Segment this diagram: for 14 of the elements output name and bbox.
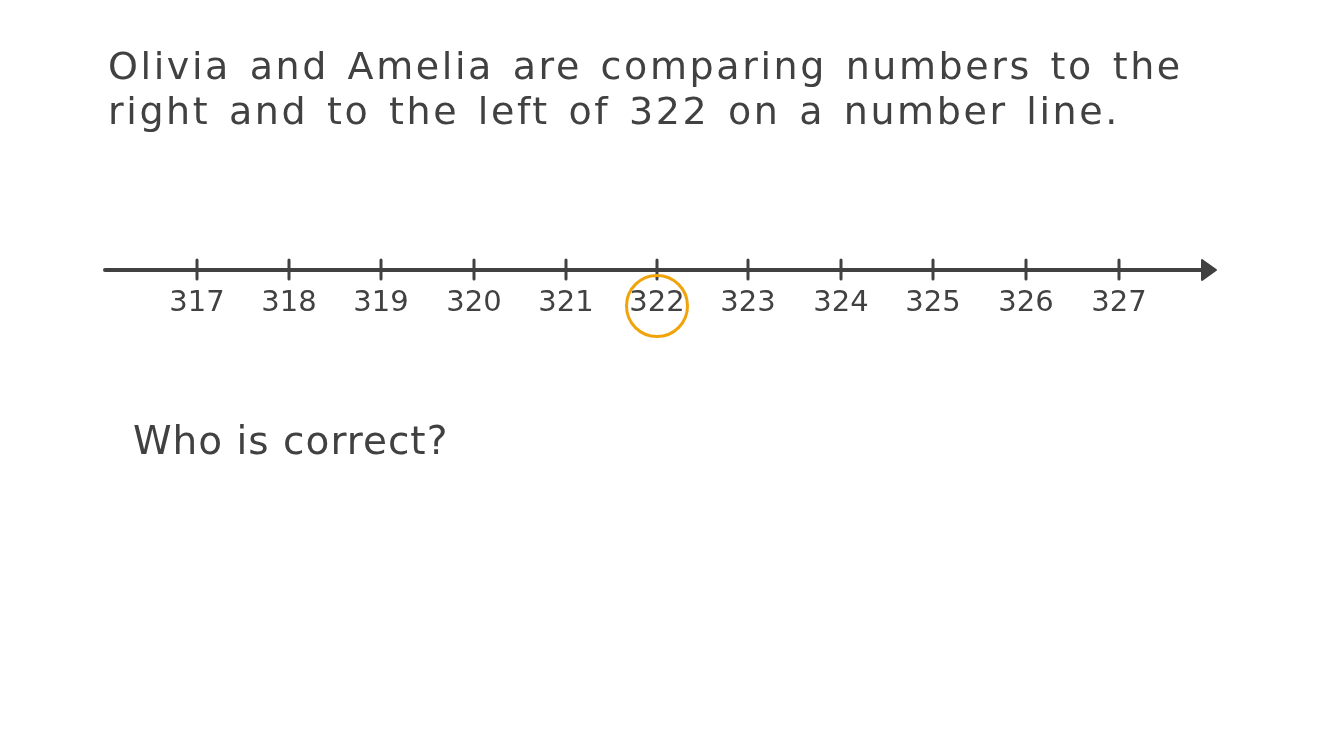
tick-label: 326	[998, 284, 1054, 318]
tick-label: 318	[261, 284, 317, 318]
tick-label: 319	[353, 284, 409, 318]
tick-label: 325	[905, 284, 961, 318]
question-text: Olivia and Amelia are comparing numbers to the right and to the left of 322 on a number line.	[108, 44, 1184, 134]
tick-label: 327	[1091, 284, 1147, 318]
highlight-circle	[625, 274, 689, 338]
tick-label: 323	[720, 284, 776, 318]
question-text: Who is correct?	[133, 418, 449, 464]
tick-label: 321	[538, 284, 594, 318]
tick-label: 317	[169, 284, 225, 318]
tick-label: 320	[446, 284, 502, 318]
tick-label: 324	[813, 284, 869, 318]
tick-label: 322	[629, 284, 685, 318]
